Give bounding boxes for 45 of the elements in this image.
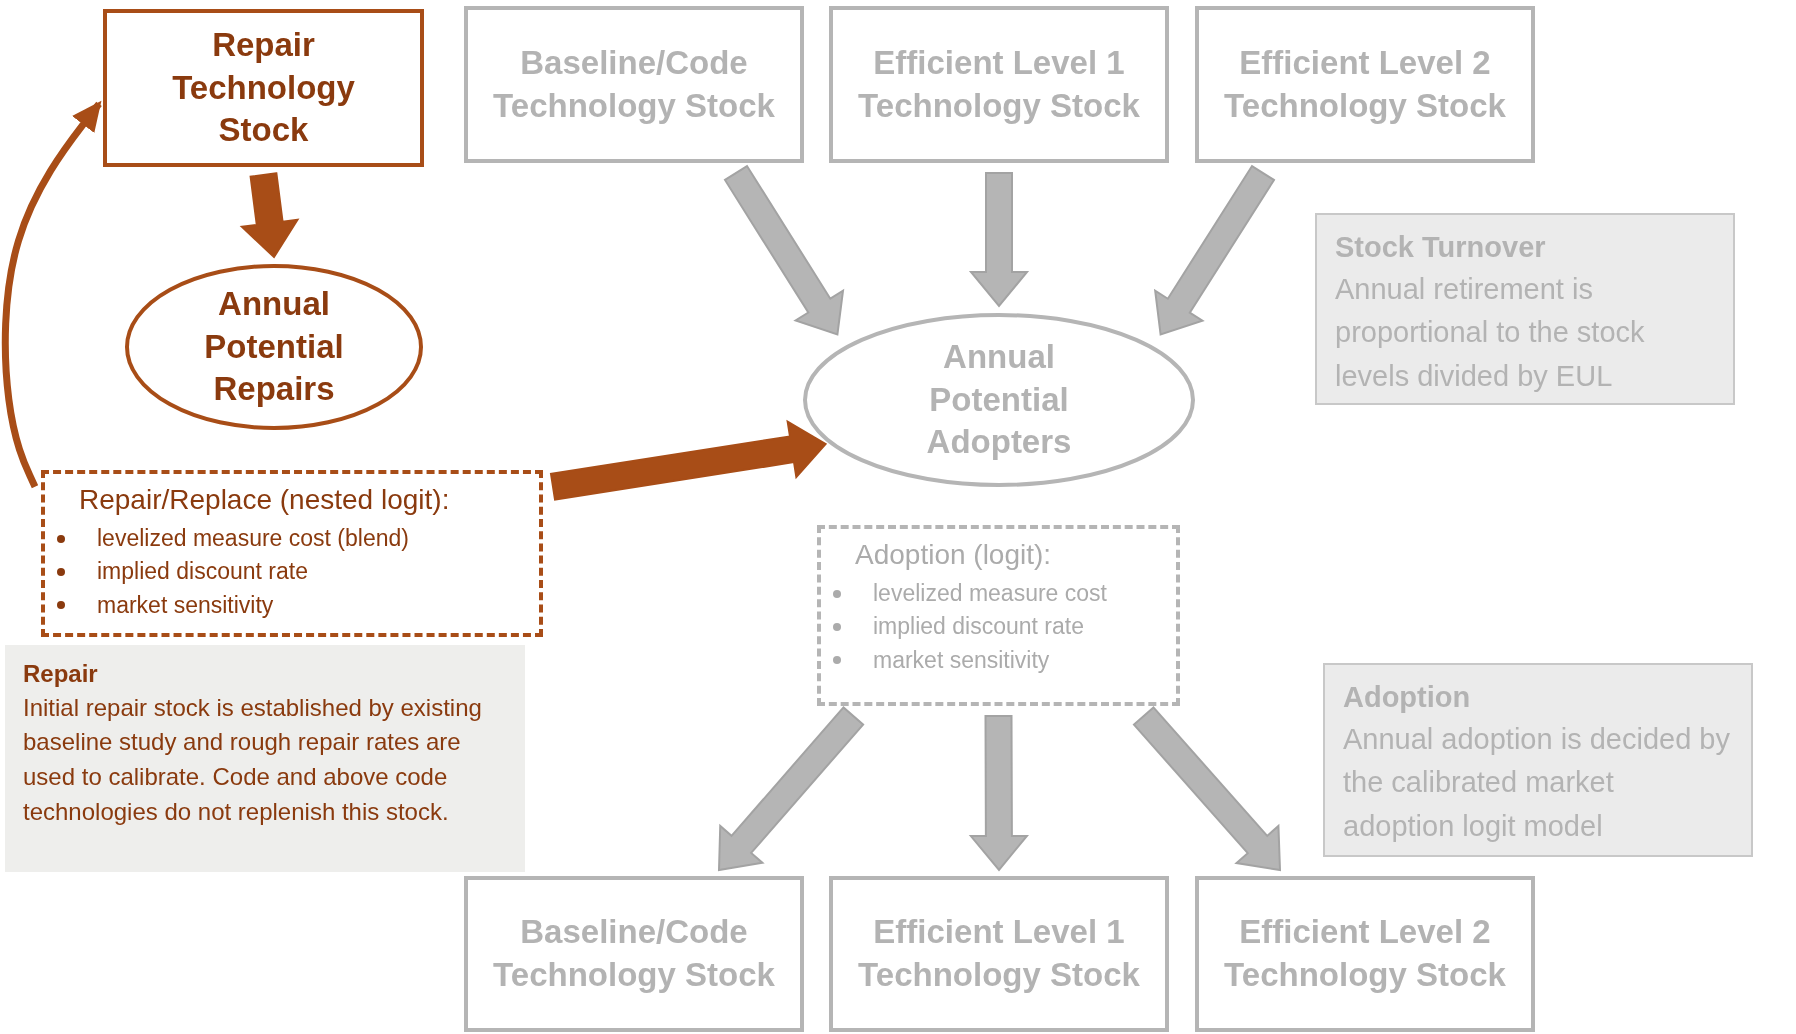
ellipse-node — [124, 263, 424, 431]
arrow — [239, 172, 300, 259]
stock-box — [1195, 876, 1535, 1032]
note-heading: Repair — [23, 659, 99, 689]
dashed-box — [817, 525, 1180, 706]
note-heading: Adoption — [1343, 680, 1472, 715]
bullet-item: implied discount rate — [873, 612, 1084, 642]
box-heading: Repair/Replace (nested logit): — [79, 484, 451, 516]
note-box — [1315, 213, 1735, 405]
stock-box — [464, 876, 804, 1032]
bullet-item: implied discount rate — [97, 557, 308, 587]
ellipse-node — [802, 312, 1196, 488]
bullet-item: levelized measure cost (blend) — [97, 524, 409, 553]
note-box — [1323, 663, 1753, 857]
note-text: Initial repair stock is established by existing baseline study and rough repair rates are used to calibrate. Code and above code technologies do not replenish this stock. — [23, 692, 483, 827]
bullet-item: market sensitivity — [97, 590, 274, 620]
arrow — [1132, 705, 1282, 872]
box-label: Repair Technology Stock — [171, 24, 356, 151]
box-label: Baseline/Code Technology Stock — [492, 912, 776, 995]
box-label: Efficient Level 2 Technology Stock — [1223, 912, 1507, 995]
box-label: Efficient Level 2 Technology Stock — [1223, 42, 1507, 126]
arrow — [1153, 164, 1276, 336]
stock-box — [1195, 6, 1535, 163]
note-text: Annual retirement is proportional to the stock levels divided by EUL — [1335, 271, 1646, 394]
ellipse-label: Annual Potential Repairs — [203, 283, 345, 410]
stock-box — [103, 9, 424, 167]
note-heading: Stock Turnover — [1335, 230, 1547, 265]
arrow — [968, 172, 1030, 308]
box-label: Efficient Level 1 Technology Stock — [857, 912, 1141, 995]
bullet-item: levelized measure cost — [873, 579, 1107, 608]
box-heading: Adoption (logit): — [855, 539, 1053, 571]
dashed-box — [41, 470, 543, 637]
box-label: Baseline/Code Technology Stock — [492, 42, 776, 126]
box-label: Efficient Level 1 Technology Stock — [857, 42, 1141, 126]
stock-box — [464, 6, 804, 163]
arrow — [723, 164, 845, 336]
note-text: Annual adoption is decided by the calibrated market adoption logit model — [1343, 721, 1731, 844]
arrow — [968, 714, 1029, 872]
bullet-item: market sensitivity — [873, 645, 1050, 675]
arrow — [549, 419, 828, 501]
arrow — [1, 100, 102, 489]
arrow — [717, 706, 865, 872]
stock-box — [829, 6, 1169, 163]
ellipse-label: Annual Potential Adopters — [925, 336, 1073, 463]
stock-box — [829, 876, 1169, 1032]
